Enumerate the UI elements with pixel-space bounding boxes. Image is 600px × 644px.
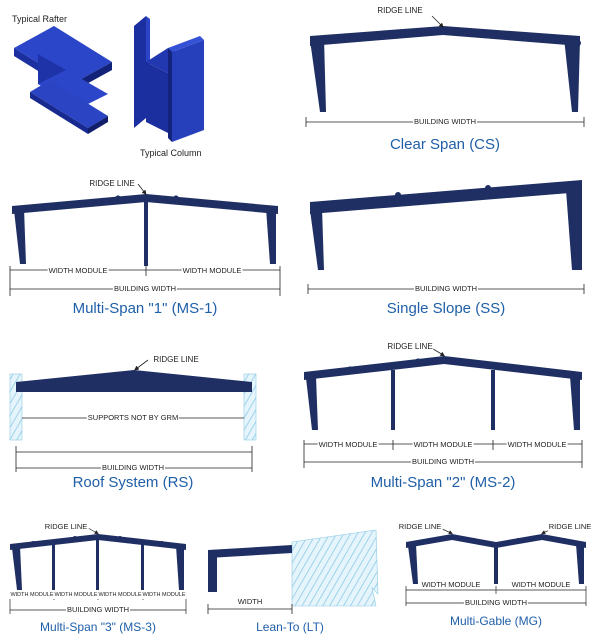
ms2-building-width-label: BUILDING WIDTH [410, 457, 476, 466]
mg-building-width-label: BUILDING WIDTH [463, 598, 529, 607]
mg-ridge-line-label-1: RIDGE LINE [397, 522, 443, 531]
mg-width-module-label-1: WIDTH MODULE [420, 580, 482, 589]
single-slope-frame [310, 180, 582, 270]
rs-building-width-label: BUILDING WIDTH [100, 463, 166, 472]
lt-frame [208, 545, 292, 592]
mg-width-module-label-2: WIDTH MODULE [510, 580, 572, 589]
typical-rafter-illustration [14, 26, 112, 134]
mg-title: Multi-Gable (MG) [449, 614, 543, 628]
cs-building-width-label: BUILDING WIDTH [412, 117, 478, 126]
lt-width-label: WIDTH [236, 597, 264, 606]
ms1-title: Multi-Span "1" (MS-1) [72, 300, 218, 317]
typical-column-label: Typical Column [140, 148, 202, 158]
ms1-width-module-label-1: WIDTH MODULE [47, 266, 109, 275]
ms3-ridge-line-label: RIDGE LINE [43, 522, 89, 531]
cs-title: Clear Span (CS) [389, 136, 501, 153]
mg-frame [406, 534, 586, 584]
ss-title: Single Slope (SS) [386, 300, 506, 317]
ms2-frame [304, 356, 582, 430]
rs-supports-label: SUPPORTS NOT BY GRM [86, 413, 180, 422]
rs-title: Roof System (RS) [72, 474, 194, 491]
ms2-ridge-line-label: RIDGE LINE [386, 342, 434, 351]
rs-ridge-line-label: RIDGE LINE [152, 355, 200, 364]
typical-column-illustration [134, 16, 204, 142]
mg-ridge-line-label-2: RIDGE LINE [547, 522, 593, 531]
ms3-width-module-label-1: WIDTH MODULE [9, 592, 55, 599]
ms2-width-module-label-3: WIDTH MODULE [506, 440, 568, 449]
ss-building-width-label: BUILDING WIDTH [413, 284, 479, 293]
ms3-width-module-label-2: WIDTH MODULE [53, 592, 99, 599]
clear-span-frame [310, 26, 581, 112]
lt-wall [291, 529, 379, 607]
cs-ridge-line-label: RIDGE LINE [376, 6, 424, 15]
ms2-width-module-label-1: WIDTH MODULE [317, 440, 379, 449]
ms3-width-module-label-4: WIDTH MODULE [141, 592, 187, 599]
ms1-frame [12, 194, 278, 266]
ms3-frame [10, 534, 186, 590]
rs-frame [16, 370, 252, 392]
lt-title: Lean-To (LT) [256, 620, 324, 634]
ms2-width-module-label-2: WIDTH MODULE [412, 440, 474, 449]
ms1-building-width-label: BUILDING WIDTH [112, 284, 178, 293]
ms3-width-module-label-3: WIDTH MODULE [97, 592, 143, 599]
typical-rafter-label: Typical Rafter [12, 14, 68, 24]
ms3-building-width-label: BUILDING WIDTH [65, 605, 131, 614]
ms3-title: Multi-Span "3" (MS-3) [40, 620, 156, 634]
ms1-ridge-line-label: RIDGE LINE [88, 179, 136, 188]
ms1-width-module-label-2: WIDTH MODULE [181, 266, 243, 275]
ms2-title: Multi-Span "2" (MS-2) [370, 474, 516, 491]
